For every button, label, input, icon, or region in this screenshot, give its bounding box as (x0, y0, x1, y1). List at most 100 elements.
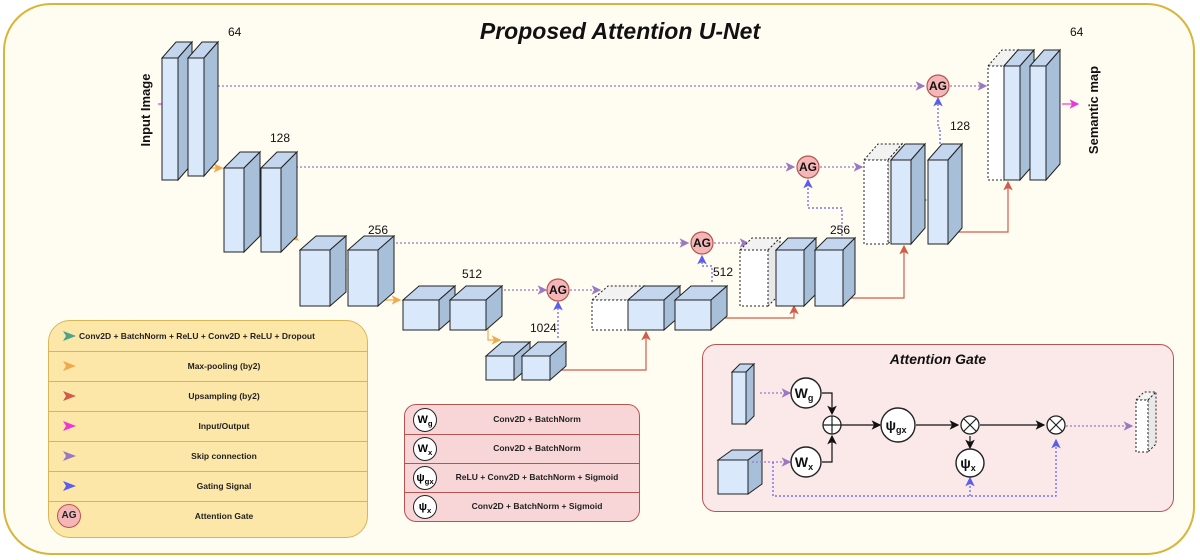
ag-label: AG (929, 79, 947, 93)
legend-item-label: Input/Output (198, 421, 250, 431)
channel-label-512-right: 512 (713, 265, 733, 279)
ag-node-2: AG (796, 155, 820, 179)
attention-gate-panel: Attention Gate (702, 344, 1174, 512)
legend-arrow-icon (63, 331, 76, 341)
up-arrow-3 (843, 244, 909, 299)
legend-item-label: Skip connection (191, 451, 257, 461)
enc2-block-a (222, 150, 262, 254)
input-image-label: Input Image (138, 74, 153, 147)
ag-wg-sum (822, 392, 837, 416)
formula-symbol-sub: gx (424, 477, 434, 487)
formula-symbol-main: W (417, 414, 428, 426)
enc4-block-a (401, 284, 457, 332)
semantic-map-label: Semantic map (1086, 66, 1101, 154)
sum-operator (822, 415, 842, 435)
enc3-block-b (346, 234, 396, 308)
formula-text: Conv2D + BatchNorm (493, 414, 581, 424)
ag-node-4: AG (546, 278, 570, 302)
bottleneck-block-b (520, 340, 568, 382)
legend-arrow-icon (63, 391, 76, 401)
channel-label-128-left: 128 (270, 131, 290, 145)
up-arrow-4 (950, 180, 1013, 233)
ag-label: AG (693, 236, 711, 250)
legend-item: Conv2D + BatchNorm + ReLU + Conv2D + ReL… (49, 321, 367, 352)
legend-arrow-icon (63, 451, 76, 461)
enc3-block-a (298, 234, 348, 308)
diagram-title: Proposed Attention U-Net (479, 18, 761, 44)
up-arrow-2 (713, 304, 799, 319)
gate-1 (933, 96, 943, 148)
legend-arrow-icon (63, 481, 76, 491)
ag-node-1: AG (926, 74, 950, 98)
channel-label-64-left: 64 (228, 25, 242, 39)
enc2-block-b (259, 150, 299, 254)
channel-label-128-right: 128 (950, 119, 970, 133)
node-label: Wx (795, 454, 813, 472)
formula-symbol-main: ψ (418, 501, 427, 513)
up-arrow-1 (556, 330, 651, 371)
formula-text: ReLU + Conv2D + BatchNorm + Sigmoid (455, 472, 619, 482)
legend-item: Max-pooling (by2) (49, 351, 367, 382)
psigx-node: ψgx (880, 407, 916, 443)
ag-output-block (1134, 390, 1158, 454)
multiply-operator-2 (1046, 415, 1066, 435)
formula-symbol: ψgx (413, 466, 437, 490)
formula-row: ψgx ReLU + Conv2D + BatchNorm + Sigmoid (405, 463, 639, 493)
node-label: ψx (960, 455, 976, 473)
legend-arrow-icon (63, 421, 76, 431)
formula-text: Conv2D + BatchNorm (493, 443, 581, 453)
dec2-block-b (926, 142, 964, 246)
formula-symbol: Wx (413, 437, 437, 461)
legend-item-label: Conv2D + BatchNorm + ReLU + Conv2D + ReL… (79, 331, 315, 341)
channel-label-512-left: 512 (462, 267, 482, 281)
dec2-block-a (889, 142, 927, 246)
ag-label: AG (799, 160, 817, 174)
formula-row: ψx Conv2D + BatchNorm + Sigmoid (405, 492, 639, 521)
channel-label-256-left: 256 (368, 223, 388, 237)
formula-text: Conv2D + BatchNorm + Sigmoid (471, 501, 603, 511)
ag-node-3: AG (690, 231, 714, 255)
formula-row: Wx Conv2D + BatchNorm (405, 434, 639, 464)
channel-label-1024: 1024 (530, 321, 557, 335)
dec1-block-b (1028, 48, 1062, 182)
dec3-block-b (813, 236, 857, 308)
formula-symbol: Wg (413, 408, 437, 432)
formula-symbol-sub: g (427, 419, 433, 429)
legend-item: Skip connection (49, 441, 367, 472)
node-label: ψgx (885, 417, 906, 435)
formula-symbol-sub: x (428, 448, 433, 458)
enc4-block-b (448, 284, 504, 332)
legend-item-label: Max-pooling (by2) (187, 361, 261, 371)
psix-node: ψx (955, 448, 985, 478)
legend-item: Upsampling (by2) (49, 381, 367, 412)
node-label: Wg (795, 385, 814, 403)
legend-box: Conv2D + BatchNorm + ReLU + Conv2D + ReL… (48, 320, 368, 538)
formula-symbol-sub: x (427, 506, 432, 516)
ag-wx-sum (822, 434, 837, 463)
ag-label: AG (549, 283, 567, 297)
dec4-block-b (673, 284, 729, 332)
formula-symbol-main: W (417, 443, 429, 455)
enc1-block-b (186, 40, 220, 178)
ag-legend-icon: AG (57, 504, 81, 528)
legend-item-label: Upsampling (by2) (188, 391, 260, 401)
channel-label-256-right: 256 (830, 223, 850, 237)
legend-item: Input/Output (49, 411, 367, 442)
gate-2 (803, 178, 843, 236)
legend-item-label: Gating Signal (196, 481, 252, 491)
formula-row: Wg Conv2D + BatchNorm (405, 405, 639, 435)
dec3-block-a (774, 236, 818, 308)
gate-3 (697, 254, 713, 282)
attention-gate-title: Attention Gate (889, 351, 987, 367)
wg-node: Wg (790, 377, 822, 409)
legend-item: Gating Signal (49, 471, 367, 502)
legend-arrow-icon (63, 361, 76, 371)
ag-input-x-block (716, 449, 764, 495)
channel-label-64-right: 64 (1070, 25, 1084, 39)
wx-node: Wx (790, 446, 822, 478)
